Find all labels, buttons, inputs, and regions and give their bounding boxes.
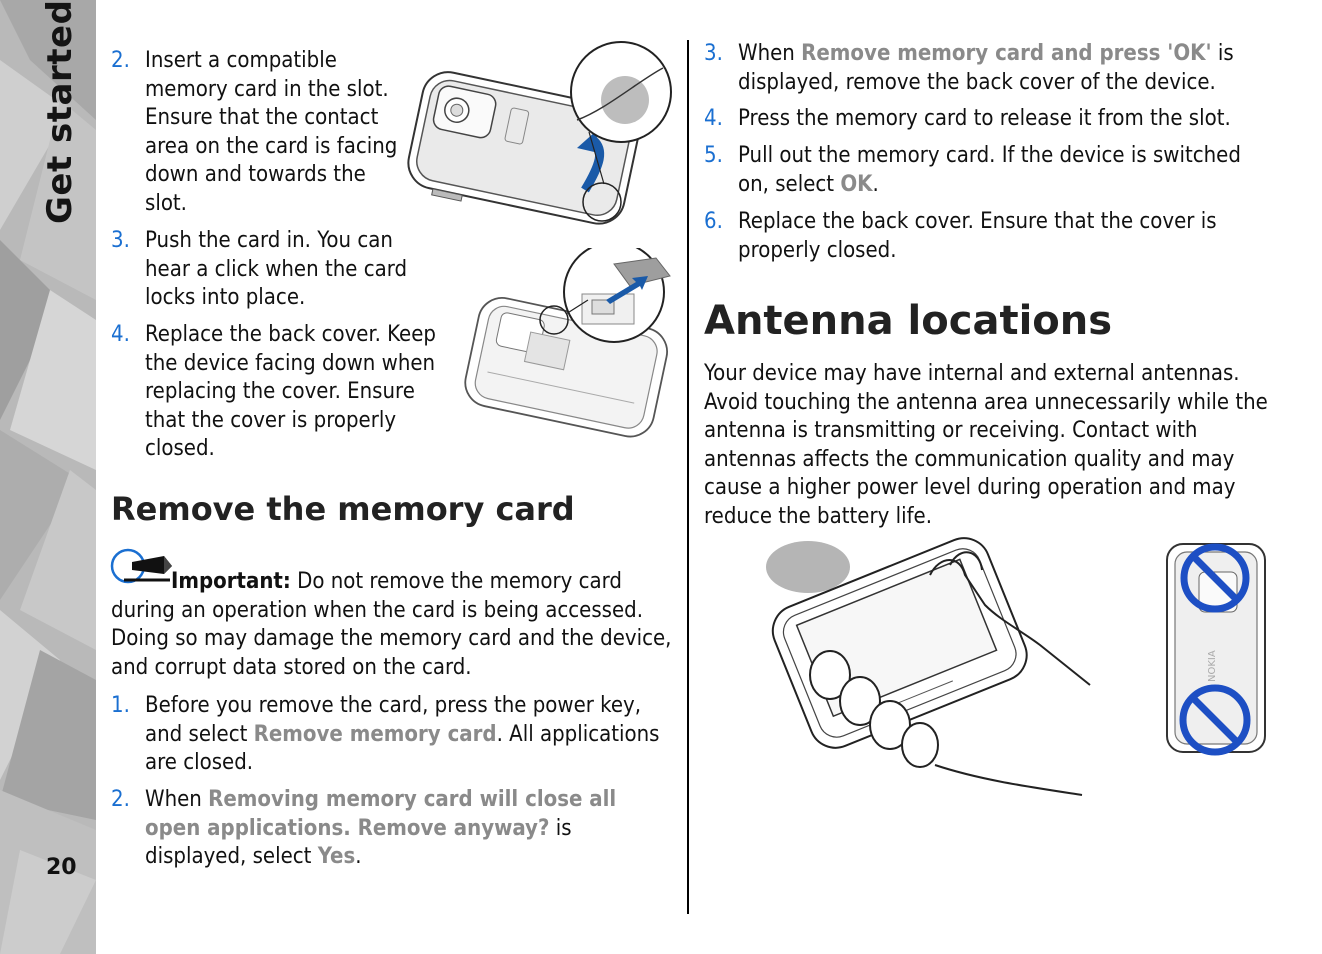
step-number: 6.	[704, 209, 723, 234]
figure-antenna-back: NOKIA	[1166, 543, 1266, 756]
step-text: When Remove memory card and press 'OK' i…	[738, 40, 1274, 97]
figure-insert-card	[464, 248, 671, 438]
no-touch-icon	[1179, 684, 1251, 756]
step-text: Replace the back cover. Keep the device …	[145, 322, 436, 462]
important-pencil-icon	[110, 548, 172, 584]
column-divider	[687, 40, 689, 914]
important-text: Do not remove the memory card during an …	[111, 569, 672, 680]
step-text: Pull out the memory card. If the device …	[738, 142, 1274, 199]
step-text: Press the memory card to release it from…	[738, 106, 1231, 131]
menu-command: Removing memory card will close all open…	[145, 787, 617, 841]
figure-hand-phone	[766, 537, 1091, 796]
svg-text:NOKIA: NOKIA	[1207, 650, 1218, 682]
step-number: 1.	[111, 693, 130, 718]
section-title: Get started	[40, 0, 80, 224]
step-text-part: .	[872, 171, 879, 197]
step-text-part: is displayed, select	[145, 815, 572, 870]
step-number: 2.	[111, 787, 130, 812]
menu-command: Remove memory card and press 'OK'	[801, 41, 1212, 66]
figure-remove-cover	[407, 41, 672, 225]
important-label: Important:	[171, 569, 291, 594]
step-text: Insert a compatible memory card in the s…	[145, 48, 398, 216]
important-note: Important: Do not remove the memory card…	[111, 568, 676, 682]
step-text-part: is displayed, remove the back cover of t…	[738, 41, 1234, 95]
step-text-part: When	[738, 41, 802, 66]
step-text-part: Before you remove the card, press the po…	[145, 693, 642, 747]
menu-command: Remove memory card	[253, 721, 497, 747]
step-text: Before you remove the card, press the po…	[145, 692, 676, 778]
no-touch-icon	[1180, 543, 1250, 613]
antenna-heading: Antenna locations	[704, 298, 1113, 344]
step-text-part: .	[355, 844, 362, 870]
step-number: 3.	[704, 41, 723, 66]
menu-command: Yes	[317, 844, 356, 870]
step-text: Push the card in. You can hear a click w…	[145, 228, 408, 311]
step-text-part: . All applications are closed.	[145, 721, 660, 776]
step-number: 2.	[111, 48, 130, 73]
step-number: 3.	[111, 228, 130, 253]
step-number: 4.	[704, 106, 723, 131]
page-number: 20	[46, 855, 77, 880]
step-number: 4.	[111, 322, 130, 347]
sidebar: Get started 20	[0, 0, 96, 954]
sidebar-pattern	[0, 0, 96, 954]
step-text-part: Pull out the memory card. If the device …	[738, 143, 1241, 197]
step-text-part: When	[145, 787, 209, 812]
antenna-text: Your device may have internal and extern…	[704, 361, 1268, 529]
step-text: When Removing memory card will close all…	[145, 786, 676, 872]
menu-command: OK	[840, 171, 873, 197]
remove-heading: Remove the memory card	[111, 490, 575, 528]
step-text: Replace the back cover. Ensure that the …	[738, 209, 1217, 263]
step-number: 5.	[704, 143, 723, 168]
